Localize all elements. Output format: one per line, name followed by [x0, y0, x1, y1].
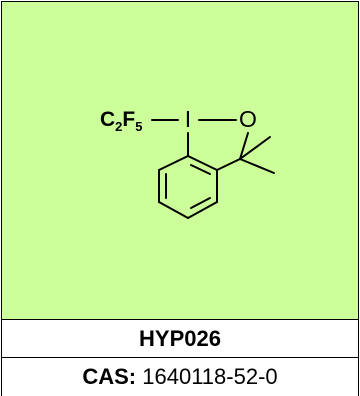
bond-quaternary-carbon-ring — [216, 158, 241, 171]
benzene-inner-double-bond-1 — [190, 164, 211, 175]
oxygen-atom-label: O — [239, 106, 257, 132]
pentafluoroethyl-label: C2F5 — [100, 108, 142, 134]
cas-row: CAS: 1640118-52-0 — [1, 358, 359, 396]
benzene-bond-3 — [187, 201, 218, 219]
molecule-structure: C2F5 I O — [2, 2, 358, 319]
cas-label: CAS: — [82, 364, 137, 389]
benzene-bond-4 — [158, 201, 189, 219]
benzene-inner-double-bond-2 — [190, 197, 211, 209]
benzene-bond-1 — [187, 155, 218, 171]
cas-number: 1640118-52-0 — [142, 364, 278, 389]
compound-code: HYP026 — [1, 320, 359, 358]
bond-methyl-upper — [239, 136, 271, 160]
iodine-atom-label: I — [185, 106, 191, 132]
bond-oxygen-quaternary-carbon — [239, 132, 249, 160]
benzene-bond-6 — [158, 155, 189, 171]
bond-methyl-lower — [239, 158, 275, 174]
structure-panel: C2F5 I O — [1, 1, 359, 320]
